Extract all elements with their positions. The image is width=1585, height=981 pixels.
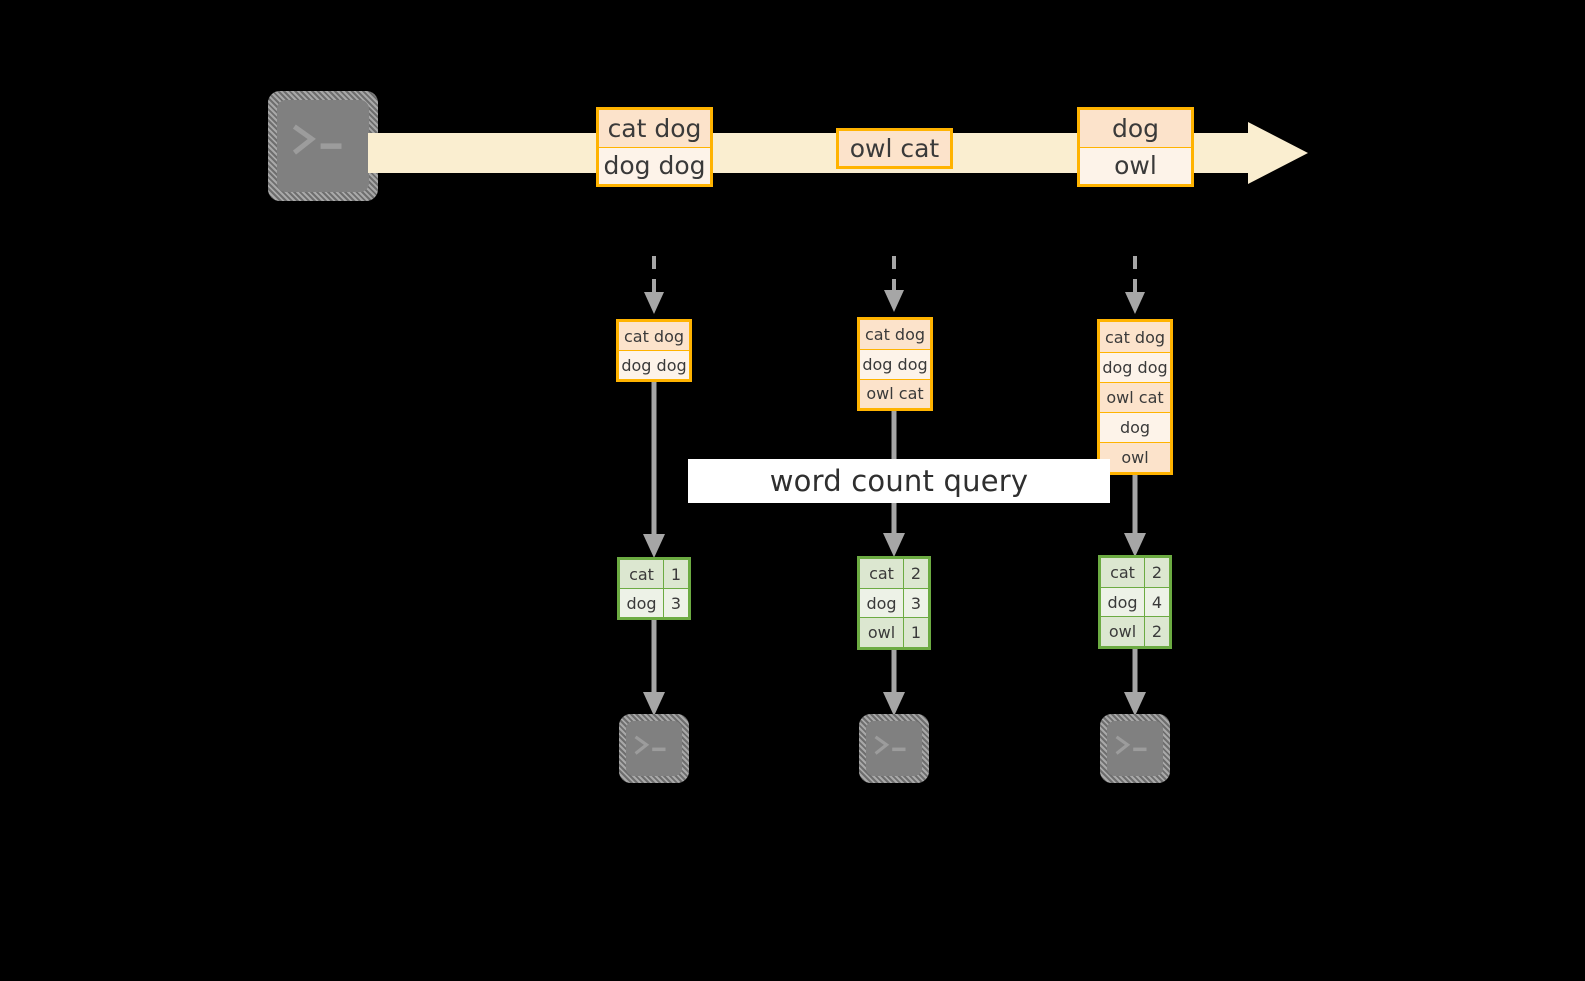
stream-batch-1-line-1: cat dog <box>599 110 710 147</box>
stream-batch-3-line-2: owl <box>1080 146 1191 184</box>
input-table-1-row-1: cat dog <box>619 322 689 351</box>
result-table-3-row-3-count: 2 <box>1151 622 1163 642</box>
terminal-prompt-icon <box>1115 731 1157 760</box>
result-table-1-row-2-count: 3 <box>670 593 682 613</box>
result-table-1-row-1-word: cat <box>620 560 664 588</box>
input-table-1-row-2: dog dog <box>619 350 689 379</box>
result-table-2-row-3: owl 1 <box>860 617 928 648</box>
result-table-3-row-1-count: 2 <box>1151 562 1163 582</box>
source-terminal-icon <box>268 91 378 201</box>
query-label: word count query <box>688 459 1110 503</box>
input-table-3-row-1: cat dog <box>1100 322 1170 352</box>
input-table-2-row-3: owl cat <box>860 378 930 408</box>
sink-arrow-icon-1 <box>639 620 669 718</box>
stream-batch-2-line-1: owl cat <box>839 131 950 166</box>
input-table-3-row-3: owl cat <box>1100 382 1170 412</box>
input-table-3-row-4: dog <box>1100 412 1170 442</box>
result-table-3-row-1-word: cat <box>1101 558 1145 587</box>
result-table-3-row-2: dog 4 <box>1101 586 1169 617</box>
dashed-down-arrow-icon-2 <box>879 256 909 316</box>
input-table-3-row-2: dog dog <box>1100 352 1170 382</box>
result-table-1-row-2: dog 3 <box>620 588 688 617</box>
result-table-3-row-1: cat 2 <box>1101 558 1169 587</box>
input-table-3-row-5: owl <box>1100 442 1170 472</box>
result-table-1: cat 1 dog 3 <box>617 557 691 620</box>
result-table-2-row-2-count: 3 <box>910 593 922 613</box>
input-table-2: cat dog dog dog owl cat <box>857 317 933 411</box>
stream-batch-3: dog owl <box>1077 107 1194 187</box>
stream-batch-1-line-2: dog dog <box>599 146 710 184</box>
result-table-2-row-1: cat 2 <box>860 559 928 588</box>
sink-terminal-icon-1 <box>619 714 689 783</box>
stream-batch-3-line-1: dog <box>1080 110 1191 147</box>
result-table-2-row-2: dog 3 <box>860 587 928 618</box>
input-table-2-row-1: cat dog <box>860 320 930 350</box>
result-table-2-row-3-count: 1 <box>910 623 922 643</box>
terminal-prompt-icon <box>634 731 676 760</box>
input-table-3: cat dog dog dog owl cat dog owl <box>1097 319 1173 475</box>
sink-arrow-icon-2 <box>879 650 909 718</box>
input-table-1: cat dog dog dog <box>616 319 692 382</box>
result-table-2-row-3-word: owl <box>860 618 904 648</box>
result-table-2-row-2-word: dog <box>860 588 904 618</box>
dashed-down-arrow-icon-1 <box>639 256 669 318</box>
result-table-2-row-1-count: 2 <box>910 563 922 583</box>
terminal-prompt-icon <box>292 117 358 163</box>
result-table-3-row-2-count: 4 <box>1151 592 1163 612</box>
sink-arrow-icon-3 <box>1120 649 1150 718</box>
result-table-1-row-1-count: 1 <box>670 564 682 584</box>
down-arrow-icon-3 <box>1120 475 1150 559</box>
sink-terminal-icon-2 <box>859 714 929 783</box>
down-arrow-icon-1 <box>639 382 669 560</box>
result-table-3: cat 2 dog 4 owl 2 <box>1098 555 1172 649</box>
sink-terminal-icon-3 <box>1100 714 1170 783</box>
result-table-3-row-3: owl 2 <box>1101 616 1169 647</box>
stream-batch-2: owl cat <box>836 128 953 169</box>
stream-batch-1: cat dog dog dog <box>596 107 713 187</box>
result-table-2-row-1-word: cat <box>860 559 904 588</box>
dashed-down-arrow-icon-3 <box>1120 256 1150 318</box>
result-table-2: cat 2 dog 3 owl 1 <box>857 556 931 650</box>
input-table-2-row-2: dog dog <box>860 349 930 379</box>
result-table-1-row-2-word: dog <box>620 589 664 617</box>
terminal-prompt-icon <box>874 731 916 760</box>
result-table-3-row-3-word: owl <box>1101 617 1145 647</box>
result-table-3-row-2-word: dog <box>1101 587 1145 617</box>
result-table-1-row-1: cat 1 <box>620 560 688 588</box>
